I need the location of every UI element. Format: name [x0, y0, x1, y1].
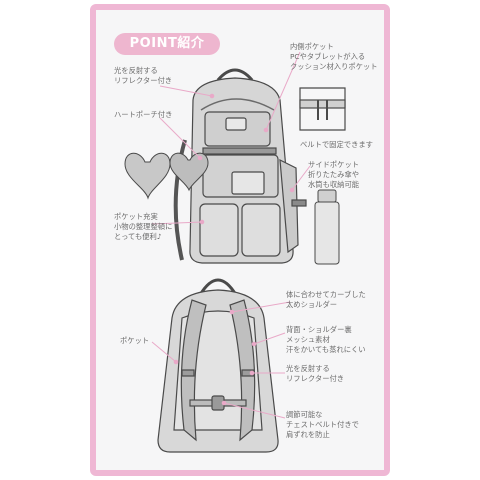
front-backpack-drawing	[173, 68, 307, 264]
pointer-lines	[151, 51, 311, 419]
inner-pocket-drawing	[299, 87, 346, 131]
point-badge: POINT紹介	[114, 33, 220, 55]
label-reflector-top: 光を反射する リフレクター付き	[114, 66, 173, 85]
label-inner-pocket: 内側ポケット PCやタブレットが入る クッション材入りポケット	[290, 42, 378, 71]
label-pocket-back: ポケット	[120, 336, 150, 345]
label-mesh: 背面・ショルダー裏 メッシュ素材 汗をかいても蒸れにくい	[286, 325, 366, 354]
back-backpack-drawing	[157, 278, 279, 453]
label-chest-belt: 調節可能な チェストベルト付きで 肩ずれを防止	[286, 410, 359, 439]
label-heart-pouch: ハートポーチ付き	[114, 110, 173, 119]
heart-pouch-drawing	[124, 152, 209, 200]
label-shoulder-curve: 体に合わせてカーブした 太めショルダー	[286, 290, 366, 309]
water-bottle-drawing	[314, 189, 340, 265]
label-reflector-back: 光を反射する リフレクター付き	[286, 364, 345, 383]
label-pockets-front: ポケット充実 小物の整理整頓に とっても便利♪	[114, 212, 173, 241]
label-side-pocket: サイドポケット 折りたたみ傘や 水筒も収納可能	[308, 160, 360, 189]
label-belt-fix: ベルトで固定できます	[300, 140, 373, 149]
